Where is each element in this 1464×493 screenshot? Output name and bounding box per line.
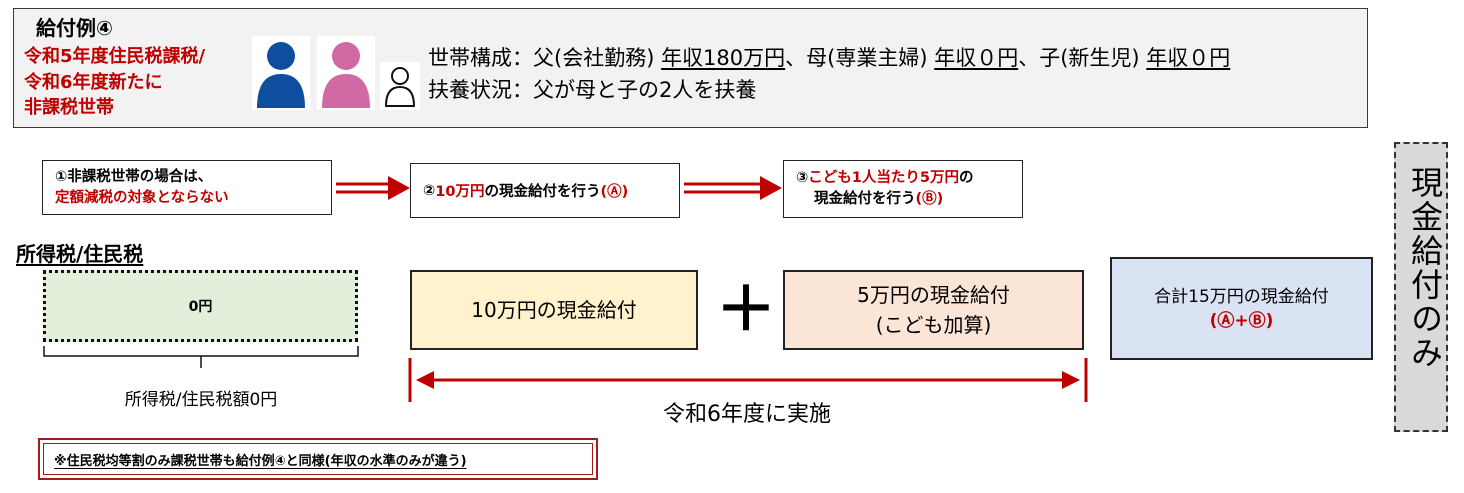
implementation-period-arrow bbox=[408, 358, 1088, 402]
note-frame bbox=[38, 438, 598, 480]
child-addition-box: 5万円の現金給付 (こども加算) bbox=[783, 270, 1084, 350]
step2-to-step3-arrow bbox=[684, 176, 782, 200]
father-icon bbox=[252, 36, 310, 110]
household-composition: 世帯構成：父(会社勤務) 年収180万円、母(専業主婦) 年収０円、子(新生児)… bbox=[428, 46, 1231, 70]
plus-icon: ＋ bbox=[716, 275, 776, 345]
mother-income: 年収０円 bbox=[934, 46, 1019, 70]
father-income: 年収180万円 bbox=[661, 46, 786, 70]
tax-status-line-1: 令和5年度住民税課税/ bbox=[24, 46, 206, 67]
tax-amount-box: 0円 bbox=[43, 270, 358, 342]
tax-brace bbox=[43, 346, 359, 368]
child-icon bbox=[380, 62, 420, 110]
tax-status-line-3: 非課税世帯 bbox=[24, 97, 114, 118]
step3-box: ③こども1人当たり5万円の 現金給付を行う(Ⓑ) bbox=[783, 160, 1023, 218]
child-income: 年収０円 bbox=[1146, 46, 1231, 70]
cash-benefit-box: 10万円の現金給付 bbox=[410, 270, 698, 350]
step1-to-step2-arrow bbox=[336, 176, 410, 200]
implementation-period-label: 令和6年度に実施 bbox=[663, 402, 831, 427]
tax-section-label: 所得税/住民税 bbox=[16, 242, 144, 266]
cash-only-side-panel: 現金給付のみ bbox=[1394, 142, 1448, 432]
side-label: 現金給付のみ bbox=[1406, 166, 1444, 370]
tax-caption: 所得税/住民税額0円 bbox=[124, 390, 278, 410]
tax-status-line-2: 令和6年度新たに bbox=[24, 72, 163, 93]
dependency-status: 扶養状況：父が母と子の2人を扶養 bbox=[428, 78, 757, 102]
example-title: 給付例④ bbox=[36, 16, 113, 40]
note-box: ※住民税均等割のみ課税世帯も給付例④と同様(年収の水準のみが違う) bbox=[43, 443, 593, 475]
mother-icon bbox=[317, 36, 375, 110]
total-benefit-box: 合計15万円の現金給付 (Ⓐ+Ⓑ) bbox=[1110, 257, 1373, 360]
household-header-panel bbox=[13, 8, 1368, 128]
note-text: ※住民税均等割のみ課税世帯も給付例④と同様(年収の水準のみが違う) bbox=[54, 453, 467, 469]
step1-box: ①非課税世帯の場合は、 定額減税の対象とならない bbox=[42, 160, 332, 215]
